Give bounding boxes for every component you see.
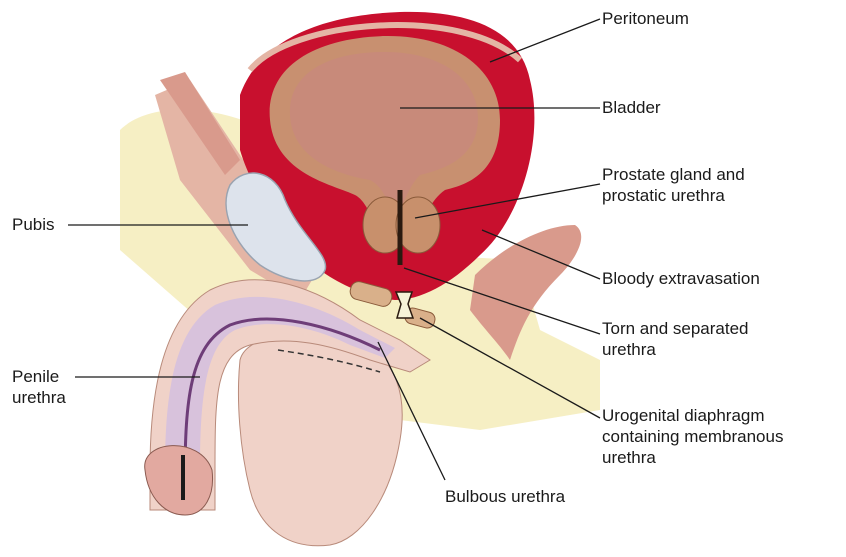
label-torn-line2: urethra — [602, 339, 749, 360]
label-urogenital-diaphragm: Urogenital diaphragm containing membrano… — [602, 405, 783, 468]
label-prostate-line2: prostatic urethra — [602, 185, 745, 206]
label-penile-line1: Penile — [12, 366, 66, 387]
label-bladder: Bladder — [602, 97, 661, 118]
label-bulbous-urethra: Bulbous urethra — [445, 486, 565, 507]
testis — [238, 334, 402, 546]
prostate-right-lobe — [396, 197, 440, 253]
label-pubis: Pubis — [12, 214, 55, 235]
label-torn-urethra: Torn and separated urethra — [602, 318, 749, 360]
label-bloody-extravasation: Bloody extravasation — [602, 268, 760, 289]
label-prostate: Prostate gland and prostatic urethra — [602, 164, 745, 206]
label-penile-line2: urethra — [12, 387, 66, 408]
label-urogenital-line2: containing membranous — [602, 426, 783, 447]
label-prostate-line1: Prostate gland and — [602, 164, 745, 185]
label-penile-urethra: Penile urethra — [12, 366, 66, 408]
label-urogenital-line3: urethra — [602, 447, 783, 468]
label-urogenital-line1: Urogenital diaphragm — [602, 405, 783, 426]
label-torn-line1: Torn and separated — [602, 318, 749, 339]
label-peritoneum: Peritoneum — [602, 8, 689, 29]
